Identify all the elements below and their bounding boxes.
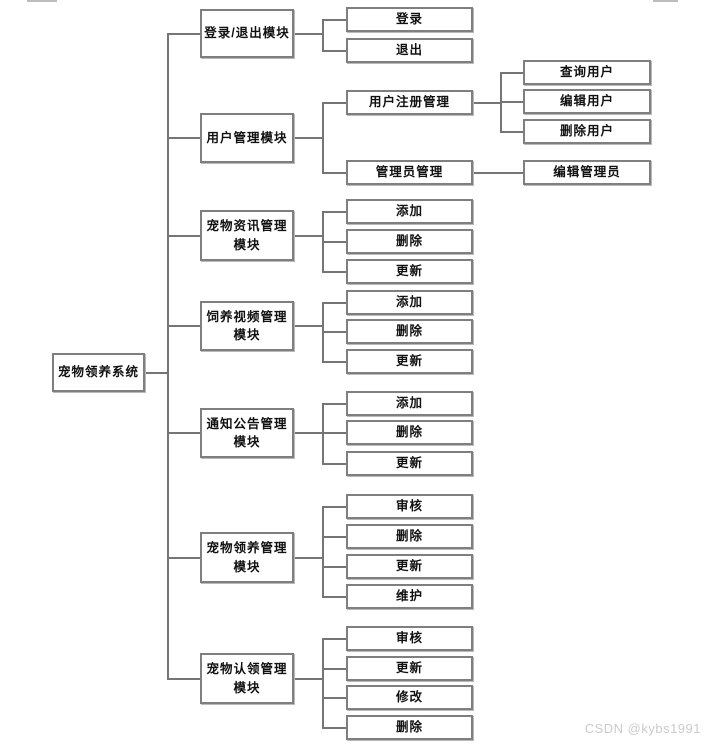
node-adoption-maintain: 维护 (346, 584, 473, 609)
node-pet-info-update: 更新 (346, 259, 473, 284)
connector-line (473, 172, 502, 174)
node-pet-info-add: 添加 (346, 199, 473, 224)
connector-line (322, 697, 346, 699)
node-login-logout-module: 登录/退出模块 (200, 9, 294, 58)
connector-line (322, 19, 346, 21)
node-user-mgmt-module: 用户管理模块 (200, 113, 294, 163)
connector-line (500, 172, 523, 174)
connector-line (322, 50, 346, 52)
node-user-reg-mgmt: 用户注册管理 (346, 90, 473, 115)
connector-line (322, 536, 346, 538)
connector-line (322, 432, 346, 434)
node-edit-user: 编辑用户 (523, 89, 651, 114)
node-delete-user: 删除用户 (523, 119, 651, 144)
node-video-delete: 删除 (346, 319, 473, 344)
connector-line (322, 668, 346, 670)
connector-line (294, 557, 324, 559)
connector-line (294, 325, 324, 327)
connector-line (294, 137, 324, 139)
connector-line (167, 325, 200, 327)
connector-line (322, 241, 346, 243)
connector-line (322, 102, 346, 104)
node-claim-delete: 删除 (346, 715, 473, 740)
connector-line (322, 727, 346, 729)
connector-line (322, 566, 346, 568)
node-notice-delete: 删除 (346, 420, 473, 445)
node-notice-add: 添加 (346, 391, 473, 416)
connector-line (322, 211, 346, 213)
node-video-module: 饲养视频管理 模块 (200, 301, 294, 351)
connector-line (322, 331, 346, 333)
connector-line (322, 361, 346, 363)
node-admin-mgmt: 管理员管理 (346, 160, 473, 185)
connector-line (500, 72, 523, 74)
connector-line (322, 19, 324, 52)
connector-line (294, 432, 324, 434)
connector-line (322, 638, 346, 640)
connector-line (322, 596, 346, 598)
connector-line (145, 372, 169, 374)
node-adoption-module: 宠物领养管理 模块 (200, 532, 294, 583)
connector-line (322, 506, 324, 598)
connector-line (294, 235, 324, 237)
node-adoption-update: 更新 (346, 554, 473, 579)
connector-line (322, 638, 324, 729)
node-root: 宠物领养系统 (52, 353, 145, 392)
connector-line (167, 235, 200, 237)
node-claim-module: 宠物认领管理 模块 (200, 653, 294, 704)
connector-line (167, 432, 200, 434)
connector-line (167, 678, 200, 680)
connector-line (167, 137, 200, 139)
node-adoption-audit: 审核 (346, 494, 473, 519)
connector-line (322, 463, 346, 465)
clipped-box-top-right (653, 0, 678, 2)
node-query-user: 查询用户 (523, 60, 651, 85)
node-pet-info-module: 宠物资讯管理 模块 (200, 210, 294, 261)
node-claim-update: 更新 (346, 656, 473, 681)
node-notice-module: 通知公告管理 模块 (200, 408, 294, 458)
connector-line (500, 131, 523, 133)
node-login: 登录 (346, 7, 473, 32)
connector-line (167, 33, 169, 680)
node-notice-update: 更新 (346, 451, 473, 476)
node-logout: 退出 (346, 38, 473, 63)
connector-line (167, 33, 200, 35)
connector-line (322, 506, 346, 508)
connector-line (322, 102, 324, 174)
connector-line (322, 403, 346, 405)
node-claim-audit: 审核 (346, 626, 473, 651)
node-edit-admin: 编辑管理员 (523, 160, 651, 185)
connector-line (500, 101, 523, 103)
connector-line (294, 33, 324, 35)
node-pet-info-delete: 删除 (346, 229, 473, 254)
watermark: CSDN @kybs1991 (584, 721, 701, 736)
connector-line (473, 102, 502, 104)
connector-line (322, 271, 346, 273)
node-video-add: 添加 (346, 290, 473, 315)
connector-line (167, 557, 200, 559)
connector-line (294, 678, 324, 680)
connector-line (322, 403, 324, 465)
node-video-update: 更新 (346, 349, 473, 374)
connector-line (322, 302, 346, 304)
clipped-box-top-left (27, 0, 57, 2)
node-claim-modify: 修改 (346, 685, 473, 710)
node-adoption-delete: 删除 (346, 524, 473, 549)
connector-line (322, 172, 346, 174)
